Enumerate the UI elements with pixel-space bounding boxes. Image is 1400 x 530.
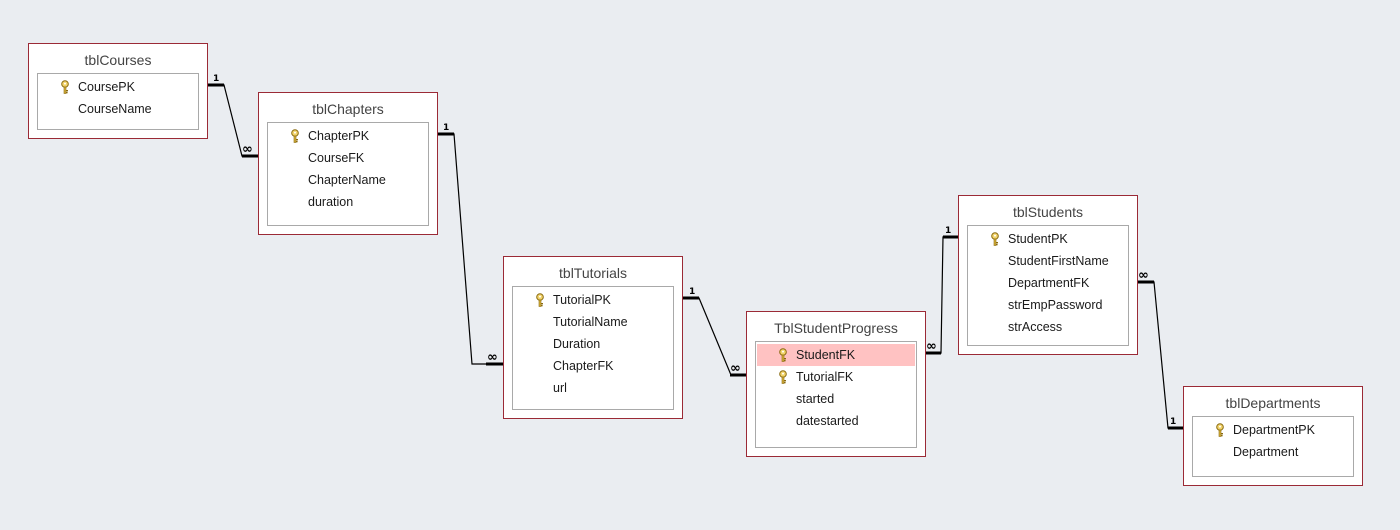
primary-key-field[interactable]: CoursePK (39, 76, 197, 98)
field-name: started (796, 392, 835, 406)
field-name: StudentFirstName (1008, 254, 1109, 268)
table-student-progress[interactable]: TblStudentProgress StudentFK TutorialFK st… (746, 311, 926, 457)
field-name: ChapterPK (308, 129, 370, 143)
table-title[interactable]: TblStudentProgress (774, 320, 898, 336)
key-icon (290, 128, 300, 143)
primary-key-field[interactable]: TutorialPK (514, 289, 672, 311)
field-row[interactable]: strAccess (969, 316, 1127, 338)
key-icon (60, 79, 70, 94)
primary-key-field[interactable]: TutorialFK (757, 366, 915, 388)
field-row[interactable]: Duration (514, 333, 672, 355)
field-name: DepartmentFK (1008, 276, 1090, 290)
rel-students-progress-one-label: 1 (945, 226, 951, 236)
field-row[interactable]: started (757, 388, 915, 410)
rel-departments-students[interactable]: 1 ∞ (1137, 268, 1184, 430)
table-departments[interactable]: tblDepartments DepartmentPK Department (1183, 386, 1363, 486)
primary-key-field[interactable]: StudentPK (969, 228, 1127, 250)
field-row[interactable]: strEmpPassword (969, 294, 1127, 316)
field-row[interactable]: CourseName (39, 98, 197, 120)
table-title[interactable]: tblStudents (1012, 204, 1084, 220)
rel-tutorials-progress-one-label: 1 (689, 287, 695, 297)
field-name: datestarted (796, 414, 859, 428)
table-courses[interactable]: tblCourses CoursePK CourseName (28, 43, 208, 139)
field-row[interactable]: duration (269, 191, 427, 213)
field-row[interactable]: ChapterFK (514, 355, 672, 377)
field-name: ChapterFK (553, 359, 614, 373)
rel-students-progress[interactable]: 1 ∞ (926, 226, 959, 355)
table-title[interactable]: tblChapters (312, 101, 384, 117)
field-name: DepartmentPK (1233, 423, 1315, 437)
field-name: TutorialName (553, 315, 628, 329)
field-row[interactable]: CourseFK (269, 147, 427, 169)
rel-departments-students-many-label: ∞ (1138, 268, 1149, 283)
field-name: TutorialPK (553, 293, 611, 307)
field-row[interactable]: ChapterName (269, 169, 427, 191)
field-row[interactable]: datestarted (757, 410, 915, 432)
field-name: CourseFK (308, 151, 365, 165)
field-list[interactable]: StudentFK TutorialFK started datestarted (755, 341, 917, 448)
field-row[interactable]: StudentFirstName (969, 250, 1127, 272)
rel-tutorials-progress[interactable]: 1 ∞ (683, 287, 747, 377)
field-name: StudentFK (796, 348, 856, 362)
key-icon (535, 292, 545, 307)
rel-courses-chapters-many-label: ∞ (242, 142, 253, 157)
field-name: url (553, 381, 567, 395)
field-name: Department (1233, 445, 1299, 459)
table-title[interactable]: tblDepartments (1225, 395, 1321, 411)
field-name: CoursePK (78, 80, 135, 94)
field-name: strAccess (1008, 320, 1063, 334)
field-name: TutorialFK (796, 370, 854, 384)
table-chapters[interactable]: tblChapters ChapterPK CourseFK ChapterName… (258, 92, 438, 235)
field-row[interactable]: DepartmentFK (969, 272, 1127, 294)
rel-chapters-tutorials[interactable]: 1 ∞ (438, 123, 504, 366)
rel-chapters-tutorials-one-label: 1 (443, 123, 449, 133)
field-row[interactable]: Department (1194, 441, 1352, 463)
rel-chapters-tutorials-many-label: ∞ (487, 350, 498, 365)
field-list[interactable]: DepartmentPK Department (1192, 416, 1354, 477)
field-list[interactable]: CoursePK CourseName (37, 73, 199, 130)
key-icon (778, 347, 788, 362)
rel-courses-chapters-one-label: 1 (213, 74, 219, 84)
field-name: duration (308, 195, 354, 209)
field-name: Duration (553, 337, 601, 351)
field-row[interactable]: TutorialName (514, 311, 672, 333)
table-title[interactable]: tblTutorials (559, 265, 627, 281)
table-title[interactable]: tblCourses (84, 52, 152, 68)
field-list[interactable]: ChapterPK CourseFK ChapterName duration (267, 122, 429, 226)
key-icon (778, 369, 788, 384)
rel-courses-chapters[interactable]: 1 ∞ (208, 74, 259, 158)
primary-key-field[interactable]: ChapterPK (269, 125, 427, 147)
field-name: CourseName (78, 102, 152, 116)
key-icon (990, 231, 1000, 246)
rel-tutorials-progress-many-label: ∞ (730, 361, 741, 376)
rel-students-progress-many-label: ∞ (926, 339, 937, 354)
primary-key-field[interactable]: DepartmentPK (1194, 419, 1352, 441)
rel-departments-students-one-label: 1 (1170, 417, 1176, 427)
field-name: ChapterName (308, 173, 386, 187)
field-name: StudentPK (1008, 232, 1068, 246)
key-icon (1215, 422, 1225, 437)
field-name: strEmpPassword (1008, 298, 1103, 312)
field-row[interactable]: url (514, 377, 672, 399)
primary-key-field[interactable]: StudentFK (757, 344, 915, 366)
